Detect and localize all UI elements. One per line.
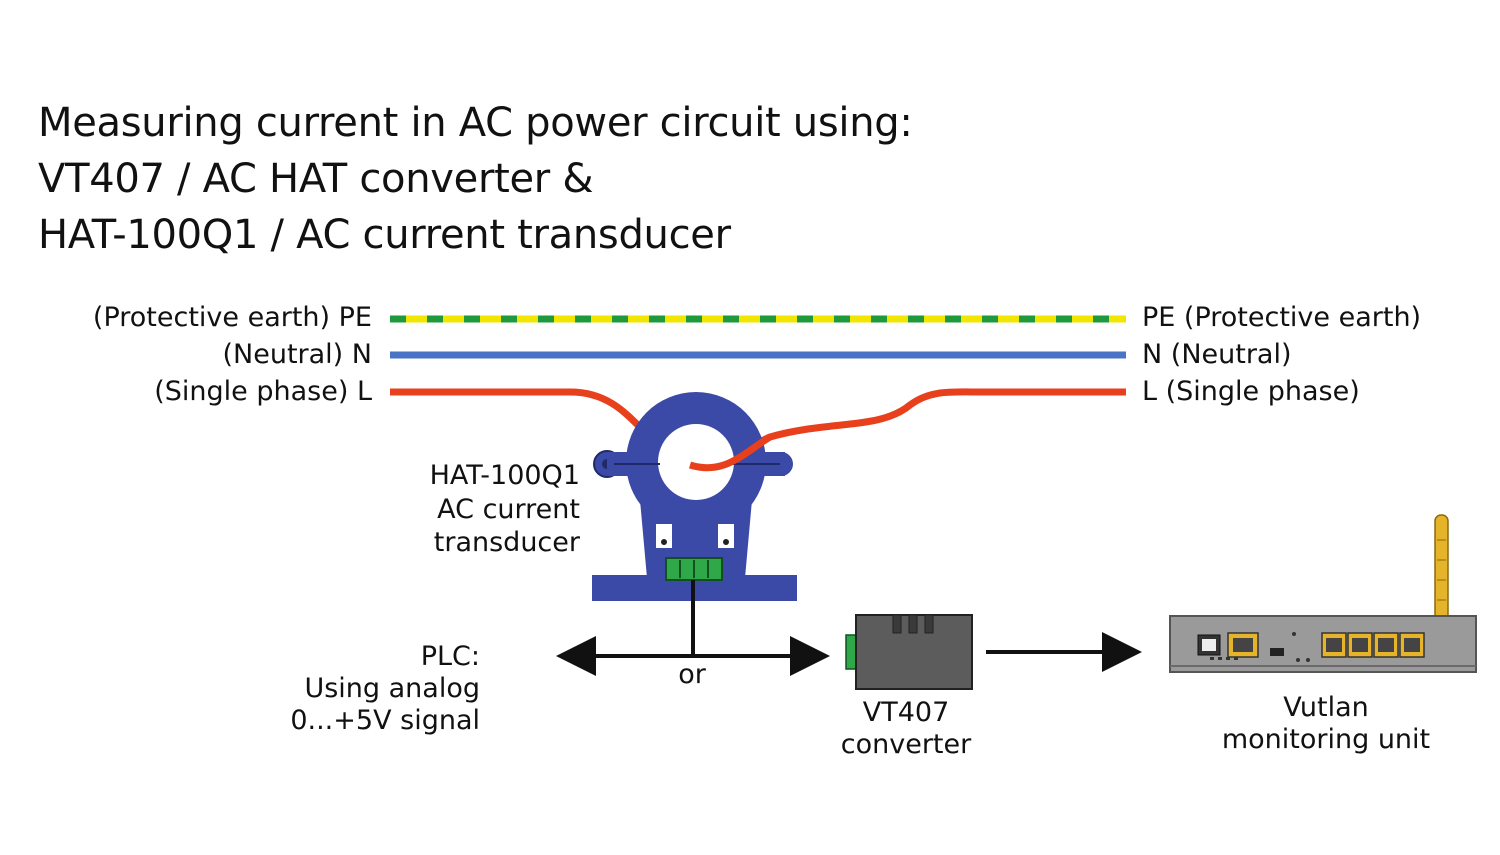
title-line-2: VT407 / AC HAT converter & xyxy=(38,156,594,202)
phase-label-left: (Single phase) L xyxy=(154,376,372,407)
transducer-terminal-block xyxy=(665,557,723,581)
phase-label-right: L (Single phase) xyxy=(1142,376,1360,407)
vt407-converter-device xyxy=(845,614,973,690)
plc-label-line-3: 0...+5V signal xyxy=(290,705,480,736)
plc-label-line-2: Using analog xyxy=(304,673,480,704)
converter-label-line-1: VT407 xyxy=(862,697,950,728)
pe-label-left: (Protective earth) PE xyxy=(92,302,372,333)
title-line-3: HAT-100Q1 / AC current transducer xyxy=(38,212,731,258)
hat-100q1-transducer xyxy=(592,392,797,601)
or-label: or xyxy=(678,659,706,690)
vutlan-monitoring-unit-device xyxy=(1169,514,1477,673)
title-line-1: Measuring current in AC power circuit us… xyxy=(38,100,913,146)
neutral-label-right: N (Neutral) xyxy=(1142,339,1292,370)
monitor-label-line-1: Vutlan xyxy=(1283,692,1369,723)
pe-label-right: PE (Protective earth) xyxy=(1142,302,1422,333)
phase-wire-front xyxy=(688,388,1126,472)
transducer-label-line-2: AC current xyxy=(437,494,580,525)
converter-label-line-2: converter xyxy=(840,729,972,760)
transducer-label-line-1: HAT-100Q1 xyxy=(429,460,580,491)
neutral-label-left: (Neutral) N xyxy=(222,339,372,370)
transducer-label-line-3: transducer xyxy=(433,527,580,558)
plc-label-line-1: PLC: xyxy=(420,641,480,672)
monitor-label-line-2: monitoring unit xyxy=(1221,724,1431,755)
